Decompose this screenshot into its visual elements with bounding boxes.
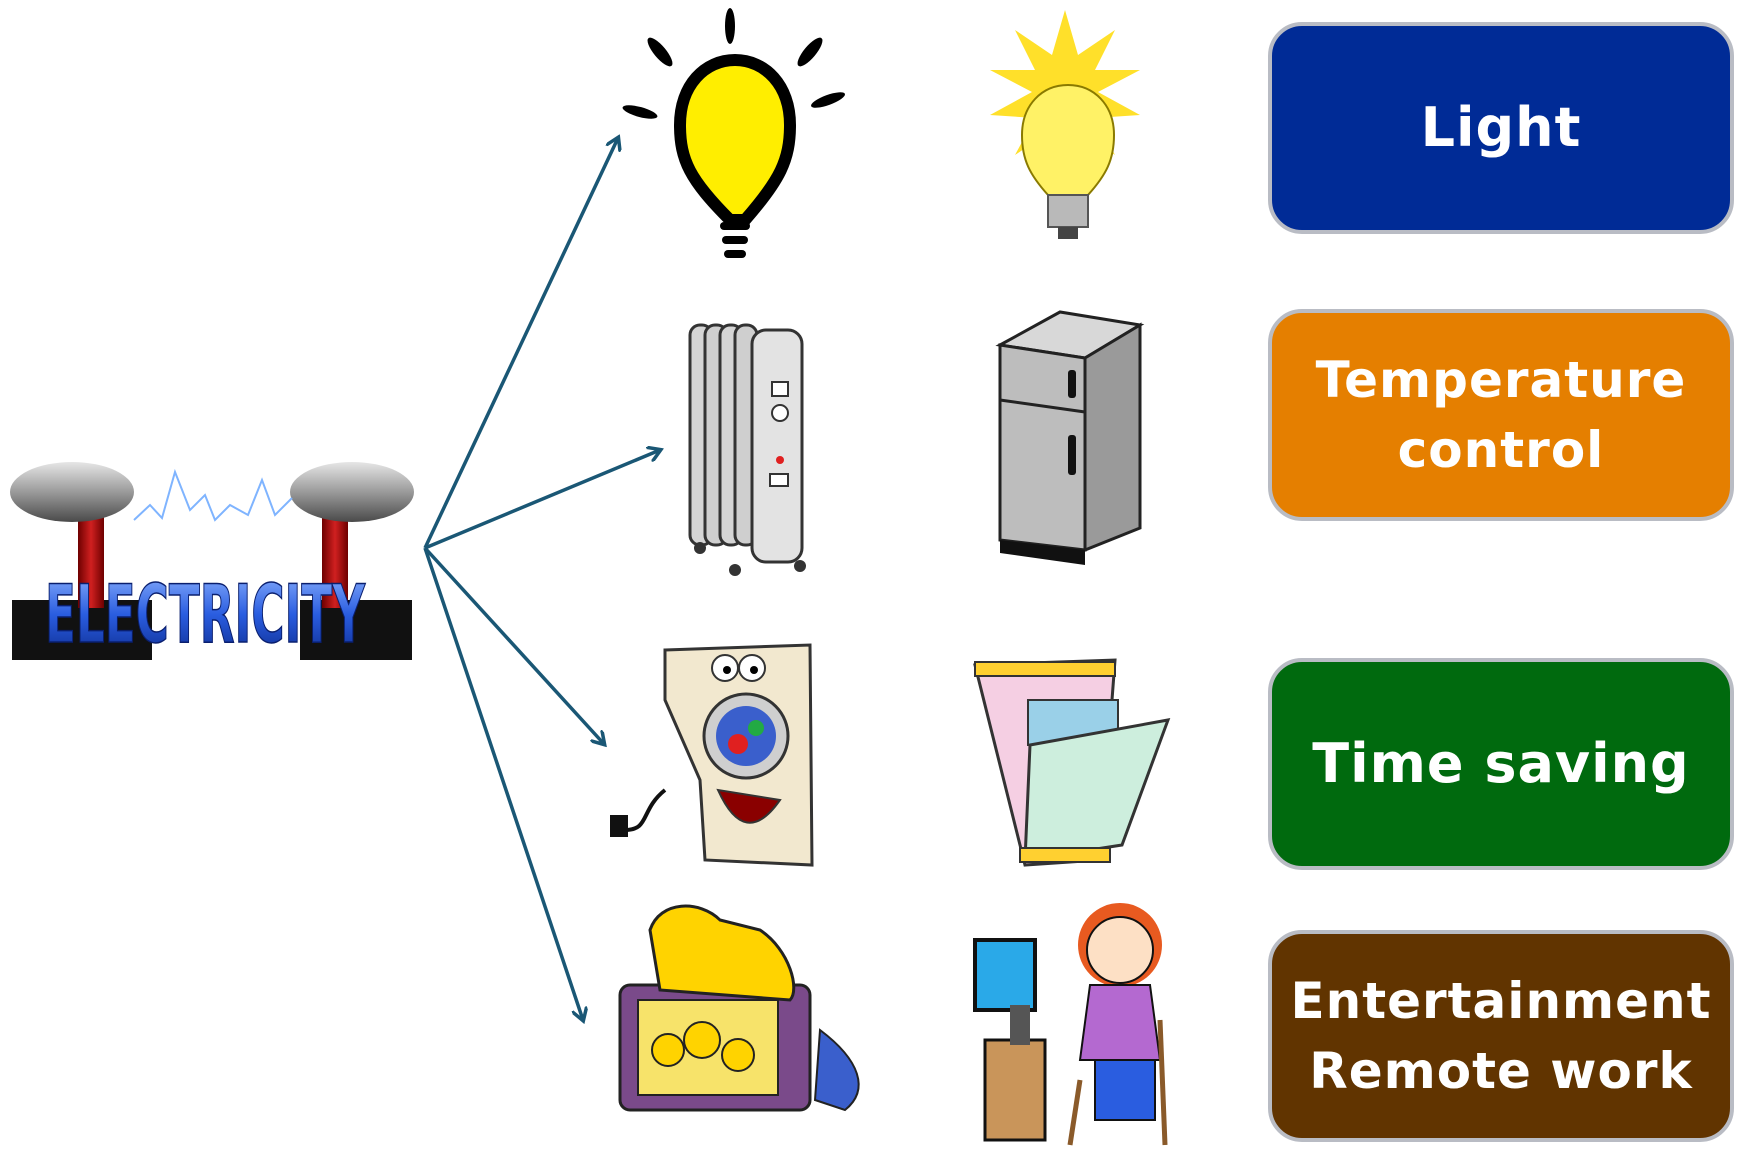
category-time-box: Time saving: [1268, 658, 1734, 870]
logo-base-right: [300, 600, 412, 660]
logo-cap-right: [290, 462, 414, 522]
electricity-logo: ELECTRICITY: [10, 462, 414, 662]
light-bulb-outline-icon: [622, 8, 846, 258]
category-entertainment-label-line2: Remote work: [1309, 1042, 1693, 1100]
arrow-to-time: [423, 546, 604, 744]
category-light-box: Light: [1268, 22, 1734, 234]
oil-radiator-heater-icon: [688, 323, 806, 576]
child-at-computer-icon: [973, 903, 1168, 1146]
category-temperature-box: Temperature control: [1268, 309, 1734, 521]
category-temperature-label-line2: control: [1397, 421, 1605, 479]
family-tv-icon: [618, 904, 860, 1112]
spark-icon: [133, 468, 293, 522]
electricity-title: ELECTRICITY: [45, 568, 366, 661]
category-entertainment-label-line1: Entertainment: [1290, 972, 1712, 1030]
washing-machine-icon: [610, 643, 814, 867]
dishwasher-icon: [973, 658, 1171, 867]
arrow-to-light: [423, 138, 618, 549]
arrows: [423, 138, 660, 1020]
category-time-label: Time saving: [1312, 732, 1690, 795]
category-light-label: Light: [1420, 96, 1582, 159]
category-entertainment-box: Entertainment Remote work: [1268, 930, 1734, 1142]
category-temperature-label-line1: Temperature: [1315, 351, 1687, 409]
logo-base-left: [12, 600, 152, 660]
refrigerator-icon: [995, 310, 1145, 565]
logo-cap-left: [10, 462, 134, 522]
arrow-to-temperature: [424, 450, 660, 550]
glowing-light-bulb-icon: [990, 10, 1140, 239]
arrow-to-entertainment: [423, 547, 583, 1020]
